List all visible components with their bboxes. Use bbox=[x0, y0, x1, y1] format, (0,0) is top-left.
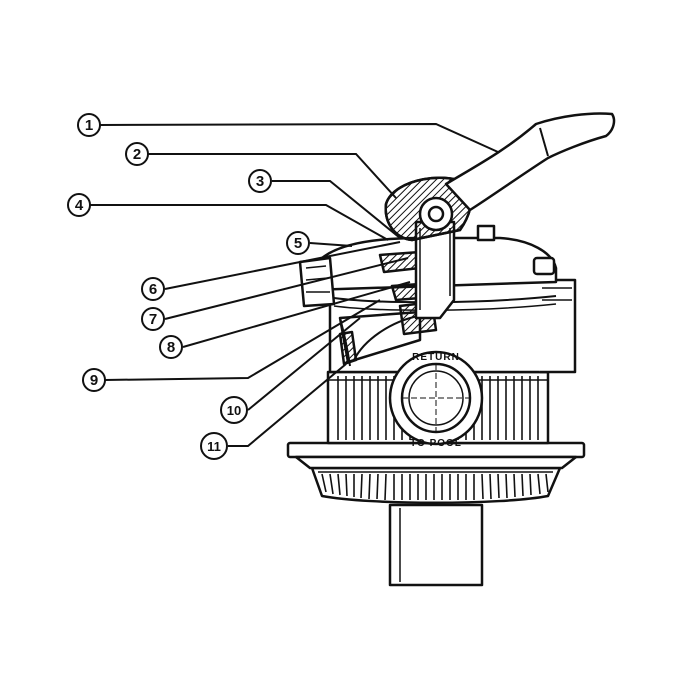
callout-11: 11 bbox=[200, 432, 228, 460]
callout-9: 9 bbox=[82, 368, 106, 392]
callout-2: 2 bbox=[125, 142, 149, 166]
leader-line-9 bbox=[104, 299, 381, 381]
callout-5: 5 bbox=[286, 231, 310, 255]
svg-text:2: 2 bbox=[133, 146, 141, 163]
cutaway-section bbox=[338, 250, 438, 367]
leader-line-1 bbox=[99, 122, 499, 153]
leader-line-10 bbox=[247, 317, 361, 411]
handle-lever bbox=[444, 112, 616, 212]
svg-text:11: 11 bbox=[207, 439, 221, 454]
callout-8: 8 bbox=[159, 335, 183, 359]
leader-line-2 bbox=[148, 153, 397, 199]
return-port bbox=[388, 350, 484, 446]
callout-3: 3 bbox=[248, 169, 272, 193]
svg-text:3: 3 bbox=[256, 173, 264, 190]
leader-line-4 bbox=[90, 204, 389, 241]
leader-line-7 bbox=[164, 257, 409, 320]
callout-6: 6 bbox=[141, 277, 165, 301]
callout-4: 4 bbox=[67, 193, 91, 217]
outlet-pipe bbox=[388, 503, 484, 587]
svg-text:7: 7 bbox=[149, 311, 157, 328]
svg-text:9: 9 bbox=[90, 372, 98, 389]
svg-text:1: 1 bbox=[85, 117, 93, 134]
mounting-plate bbox=[286, 441, 586, 470]
leader-line-3 bbox=[272, 180, 401, 239]
callout-7: 7 bbox=[141, 307, 165, 331]
leader-lines bbox=[90, 122, 499, 447]
port-label-to-pool: TO POOL bbox=[410, 438, 462, 449]
base-flange bbox=[310, 466, 562, 504]
valve-body bbox=[286, 112, 616, 587]
leader-line-11 bbox=[228, 363, 347, 447]
svg-text:8: 8 bbox=[167, 339, 175, 356]
valve-stem bbox=[414, 220, 456, 320]
callouts: 1 2 3 4 5 6 7 8 bbox=[67, 113, 310, 460]
port-label-return: RETURN bbox=[412, 352, 460, 363]
callout-10: 10 bbox=[220, 396, 248, 424]
svg-text:5: 5 bbox=[294, 235, 302, 252]
leader-line-5 bbox=[309, 242, 353, 247]
callout-1: 1 bbox=[77, 113, 101, 137]
leader-line-8 bbox=[182, 281, 411, 348]
svg-text:6: 6 bbox=[149, 281, 157, 298]
svg-text:4: 4 bbox=[75, 197, 84, 214]
svg-text:10: 10 bbox=[227, 403, 241, 418]
leader-line-6 bbox=[164, 241, 401, 290]
